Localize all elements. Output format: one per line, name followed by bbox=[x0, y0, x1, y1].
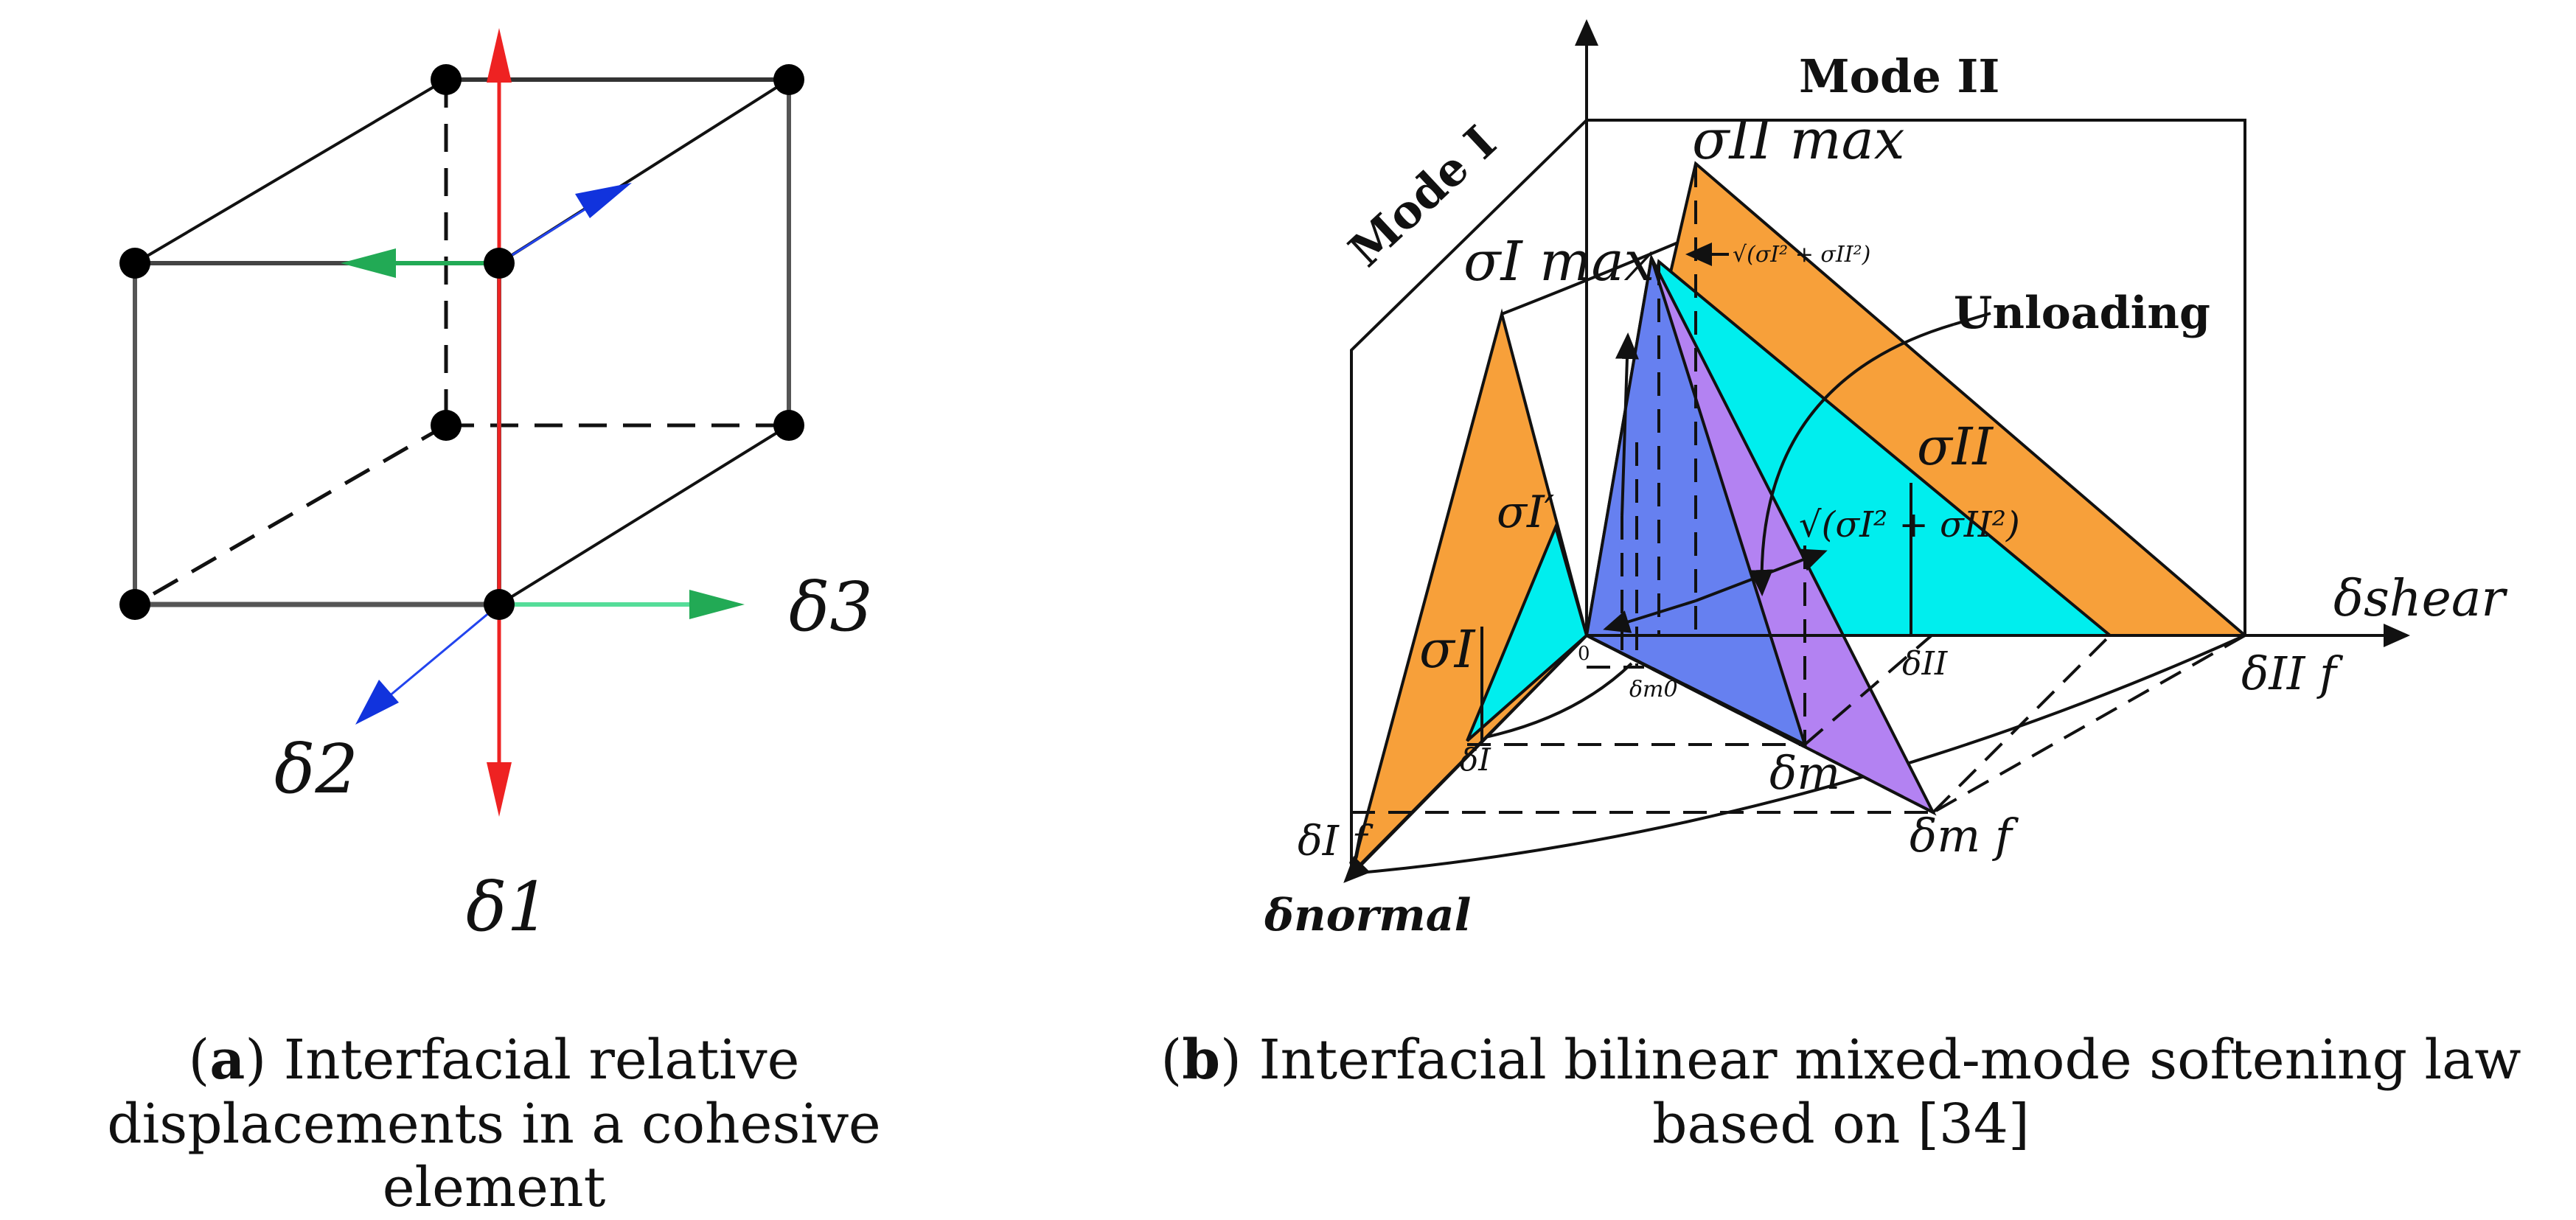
final-envelope-curve bbox=[1351, 634, 2246, 875]
cube-node bbox=[431, 64, 462, 95]
sqrt-mid-label: √(σI² + σII²) bbox=[1799, 504, 2020, 545]
unloading-double-arrow-a bbox=[1603, 599, 1696, 633]
delta2-front-arrow bbox=[388, 603, 500, 698]
sqrt-top-label: √(σI² + σII²) bbox=[1733, 242, 1870, 268]
delta1-label: δ1 bbox=[466, 868, 550, 947]
sigma-i-label: σI bbox=[1419, 619, 1476, 680]
figure: δ1 δ2 δ3 bbox=[119, 19, 2507, 947]
panel-b-diagram: Mode I Mode II Unloading σI max σII max … bbox=[1264, 19, 2507, 941]
delta2-top-arrow bbox=[498, 207, 587, 265]
mode-i-plane bbox=[1350, 119, 1588, 874]
delta1-down-arrowhead bbox=[487, 762, 512, 817]
delta-i-label: δI bbox=[1460, 742, 1491, 778]
sigma-ii-label: σII bbox=[1917, 416, 1994, 477]
cube-edge bbox=[498, 424, 790, 606]
delta-m-f-label: δm f bbox=[1910, 809, 2019, 862]
delta2-label: δ2 bbox=[274, 730, 358, 809]
delta-i-f-label: δI f bbox=[1298, 818, 1374, 865]
delta3-label: δ3 bbox=[789, 568, 873, 646]
panel-a-cube: δ1 δ2 δ3 bbox=[119, 28, 873, 947]
unloading-vertical-arrow bbox=[1615, 332, 1639, 517]
delta-m-label: δm bbox=[1769, 746, 1840, 800]
cube-node bbox=[484, 589, 515, 620]
caption-a-letter: a bbox=[209, 1028, 246, 1092]
unloading-label: Unloading bbox=[1954, 287, 2210, 339]
delta-normal-label: δnormal bbox=[1264, 890, 1471, 941]
delta3-front-arrowhead bbox=[689, 590, 745, 619]
cube-node bbox=[431, 410, 462, 441]
cube-node bbox=[773, 64, 804, 95]
cube-node bbox=[119, 248, 150, 279]
mode-i-cyan-triangle bbox=[1466, 522, 1589, 742]
caption-b-text: Interfacial bilinear mixed-mode softenin… bbox=[1259, 1028, 2521, 1156]
sigma-ii-max-label: σII max bbox=[1692, 108, 1905, 172]
construction-lines bbox=[1351, 164, 2246, 814]
sigma-i-prime-label: σI′ bbox=[1497, 487, 1555, 538]
normal-axis bbox=[1343, 634, 1588, 883]
unloading-pointer bbox=[1953, 312, 1991, 326]
delta-ii-f-label: δII f bbox=[2241, 646, 2344, 700]
origin-label: 0 bbox=[1578, 643, 1590, 665]
sigma-i-max-label: σI max bbox=[1463, 230, 1654, 293]
caption-b: (b) Interfacial bilinear mixed-mode soft… bbox=[1160, 1028, 2521, 1156]
delta3-top-arrowhead bbox=[341, 248, 396, 278]
unloading-curve-arrow bbox=[1749, 323, 1954, 596]
caption-b-letter: b bbox=[1182, 1028, 1221, 1092]
delta1-up-arrowhead bbox=[487, 28, 512, 83]
delta-shear-label: δshear bbox=[2333, 570, 2507, 628]
cube-node bbox=[119, 589, 150, 620]
mode-ii-label: Mode II bbox=[1799, 49, 1999, 103]
initial-envelope-curve bbox=[1466, 662, 1633, 742]
delta-ii-label: δII bbox=[1902, 645, 1949, 683]
delta2-top-arrowhead bbox=[575, 183, 632, 218]
caption-a: (a) Interfacial relative displacements i… bbox=[107, 1028, 881, 1220]
cube-node bbox=[484, 248, 515, 279]
delta2-front-arrowhead bbox=[355, 680, 399, 725]
delta-m0-label: δm0 bbox=[1629, 677, 1678, 703]
cube-node bbox=[773, 410, 804, 441]
cube-hidden-edge bbox=[133, 423, 448, 607]
cube-edge bbox=[133, 78, 448, 265]
